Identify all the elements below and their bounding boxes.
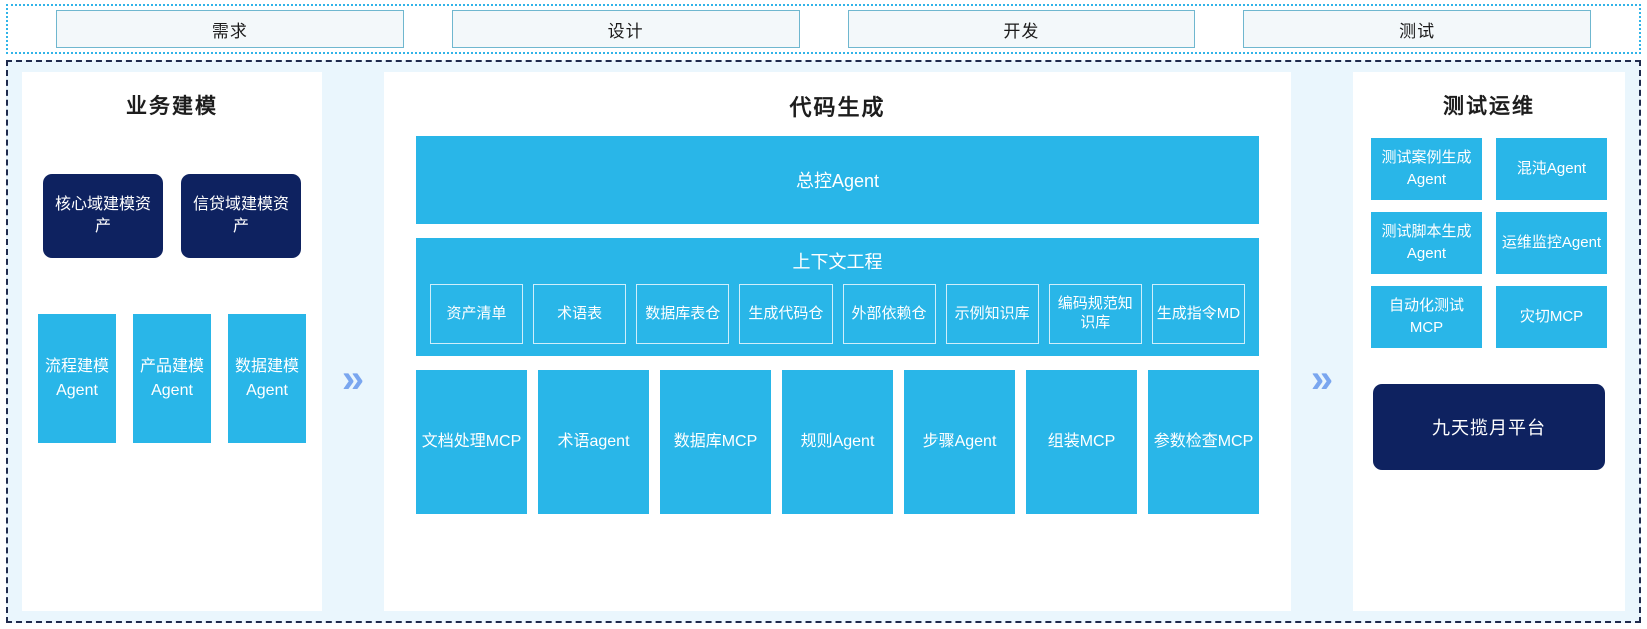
phase-box-development[interactable]: 开发 (847, 10, 1196, 48)
tool-card[interactable]: 组装MCP (1026, 370, 1137, 514)
test-ops-card[interactable]: 测试脚本生成Agent (1371, 212, 1482, 274)
master-agent-bar[interactable]: 总控Agent (416, 136, 1259, 224)
phase-label: 设计 (607, 21, 644, 41)
phase-label: 开发 (1003, 21, 1040, 41)
context-cell[interactable]: 数据库表仓 (636, 284, 730, 344)
panel-title: 代码生成 (789, 95, 886, 120)
business-assets-row: 核心域建模资产 信贷域建模资产 (36, 174, 308, 258)
context-cell-row: 资产清单 术语表 数据库表仓 生成代码仓 外部依赖仓 示例知识库 编码规范知识库… (424, 284, 1251, 344)
phase-strip: 需求 设计 开发 测试 (6, 4, 1641, 54)
agent-card[interactable]: 数据建模Agent (228, 314, 306, 443)
chevron-right-icon-right: » (1310, 356, 1334, 401)
asset-card[interactable]: 核心域建模资产 (43, 174, 163, 258)
panel-code-generation: 代码生成 总控Agent 上下文工程 资产清单 术语表 数据库表仓 生成代码仓 … (384, 72, 1291, 611)
test-ops-card[interactable]: 混沌Agent (1496, 138, 1607, 200)
platform-card[interactable]: 九天揽月平台 (1373, 384, 1605, 470)
phase-box-testing[interactable]: 测试 (1243, 10, 1591, 48)
context-cell[interactable]: 生成代码仓 (739, 284, 833, 344)
test-ops-card[interactable]: 灾切MCP (1496, 286, 1607, 348)
context-cell[interactable]: 外部依赖仓 (842, 284, 936, 344)
context-cell[interactable]: 编码规范知识库 (1048, 284, 1142, 344)
phase-box-design[interactable]: 设计 (451, 10, 800, 48)
panel-test-operations: 测试运维 测试案例生成Agent 混沌Agent 测试脚本生成Agent 运维监… (1353, 72, 1625, 611)
phase-box-requirements[interactable]: 需求 (56, 10, 404, 48)
agent-card[interactable]: 产品建模Agent (133, 314, 211, 443)
context-cell[interactable]: 示例知识库 (945, 284, 1039, 344)
test-ops-card[interactable]: 运维监控Agent (1496, 212, 1607, 274)
tool-card[interactable]: 规则Agent (782, 370, 893, 514)
phase-label: 测试 (1399, 21, 1436, 41)
context-engineering-title: 上下文工程 (792, 252, 883, 272)
asset-card[interactable]: 信贷域建模资产 (181, 174, 301, 258)
context-cell[interactable]: 生成指令MD (1151, 284, 1245, 344)
panel-title: 测试运维 (1443, 95, 1535, 118)
context-cell[interactable]: 资产清单 (430, 284, 524, 344)
tool-card[interactable]: 参数检查MCP (1148, 370, 1259, 514)
chevron-right-icon-left: » (341, 356, 365, 401)
context-cell[interactable]: 术语表 (533, 284, 627, 344)
test-ops-grid: 测试案例生成Agent 混沌Agent 测试脚本生成Agent 运维监控Agen… (1367, 138, 1611, 348)
panel-business-modeling: 业务建模 核心域建模资产 信贷域建模资产 流程建模Agent 产品建模Agent… (22, 72, 322, 611)
tool-card[interactable]: 数据库MCP (660, 370, 771, 514)
tool-row: 文档处理MCP 术语agent 数据库MCP 规则Agent 步骤Agent 组… (416, 370, 1259, 514)
tool-card[interactable]: 步骤Agent (904, 370, 1015, 514)
tool-card[interactable]: 术语agent (538, 370, 649, 514)
agent-card[interactable]: 流程建模Agent (38, 314, 116, 443)
context-engineering-block: 上下文工程 资产清单 术语表 数据库表仓 生成代码仓 外部依赖仓 示例知识库 编… (416, 238, 1259, 356)
tool-card[interactable]: 文档处理MCP (416, 370, 527, 514)
phase-label: 需求 (211, 21, 248, 41)
test-ops-card[interactable]: 自动化测试MCP (1371, 286, 1482, 348)
panel-title: 业务建模 (126, 95, 218, 118)
test-ops-card[interactable]: 测试案例生成Agent (1371, 138, 1482, 200)
architecture-board: 业务建模 核心域建模资产 信贷域建模资产 流程建模Agent 产品建模Agent… (6, 60, 1641, 623)
business-agents-row: 流程建模Agent 产品建模Agent 数据建模Agent (36, 314, 308, 443)
